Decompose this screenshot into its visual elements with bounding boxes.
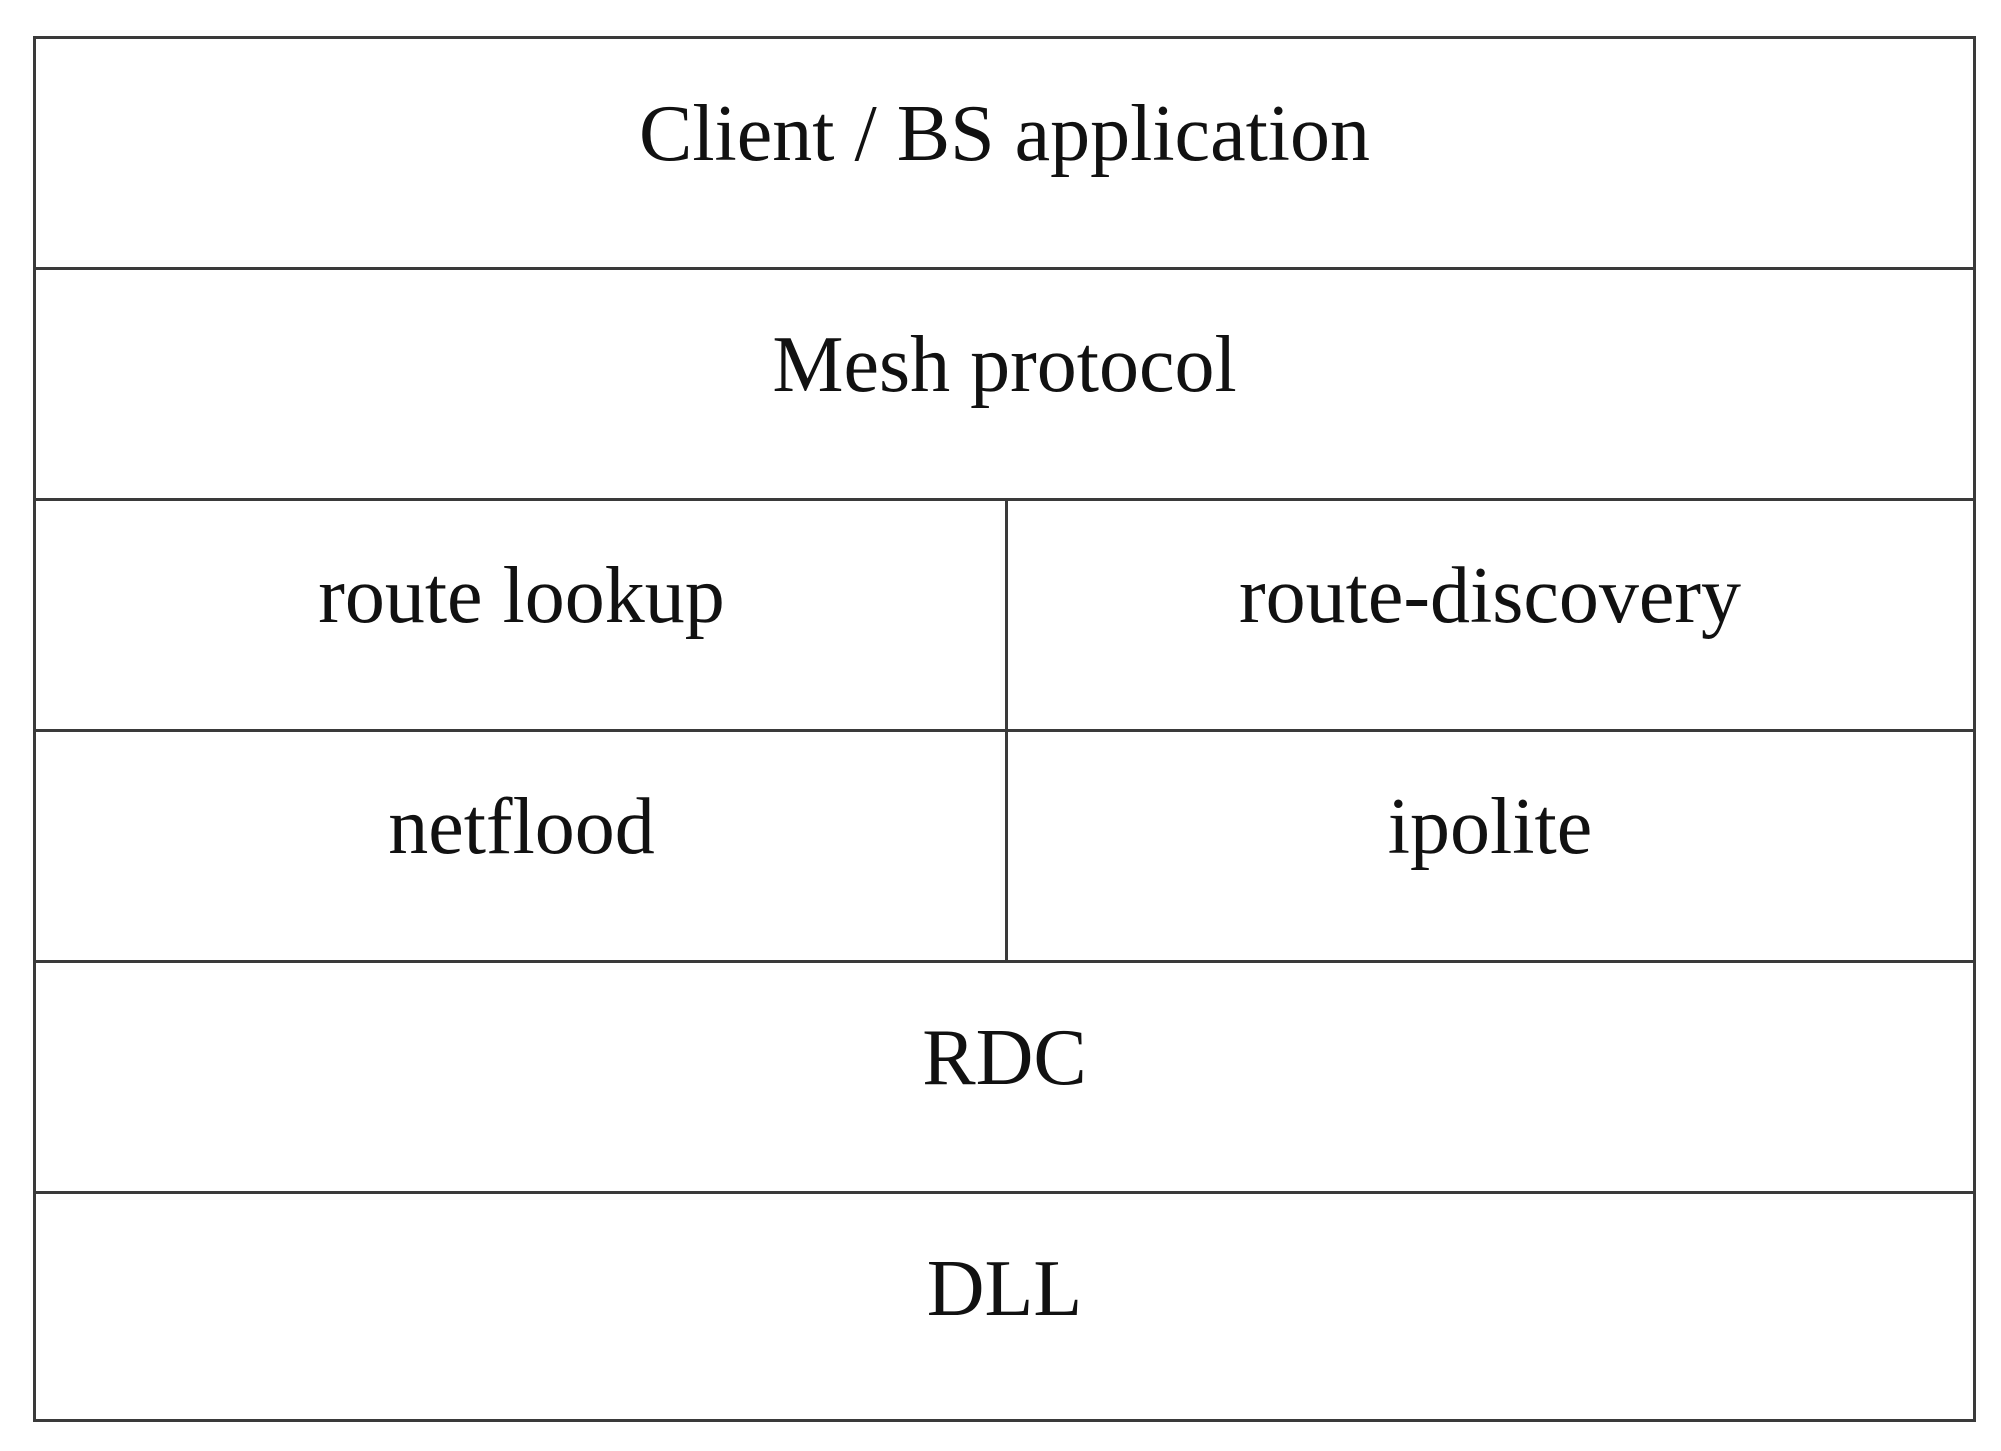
layer-mesh-protocol-label: Mesh protocol: [772, 321, 1237, 409]
layer-netflood-label: netflood: [388, 783, 655, 871]
layer-divider: [36, 960, 1973, 963]
layer-mesh-protocol: Mesh protocol: [36, 270, 1973, 498]
layer-dll-label: DLL: [926, 1245, 1083, 1333]
layer-application: Client / BS application: [36, 39, 1973, 267]
layer-rdc-label: RDC: [922, 1014, 1087, 1102]
layer-route-lookup: route lookup: [36, 501, 1007, 729]
column-divider: [1005, 501, 1008, 960]
layer-divider: [36, 1191, 1973, 1194]
layer-route-lookup-label: route lookup: [318, 552, 725, 640]
layer-rdc: RDC: [36, 963, 1973, 1191]
layer-netflood: netflood: [36, 732, 1007, 960]
layer-divider: [36, 729, 1973, 732]
layer-divider: [36, 267, 1973, 270]
layer-application-label: Client / BS application: [638, 90, 1371, 178]
layer-route-discovery-label: route-discovery: [1238, 552, 1742, 640]
layer-divider: [36, 498, 1973, 501]
layer-route-discovery: route-discovery: [1007, 501, 1973, 729]
layer-ipolite-label: ipolite: [1387, 783, 1593, 871]
layer-ipolite: ipolite: [1007, 732, 1973, 960]
protocol-stack-diagram: Client / BS application Mesh protocol ro…: [33, 36, 1976, 1422]
layer-dll: DLL: [36, 1194, 1973, 1419]
